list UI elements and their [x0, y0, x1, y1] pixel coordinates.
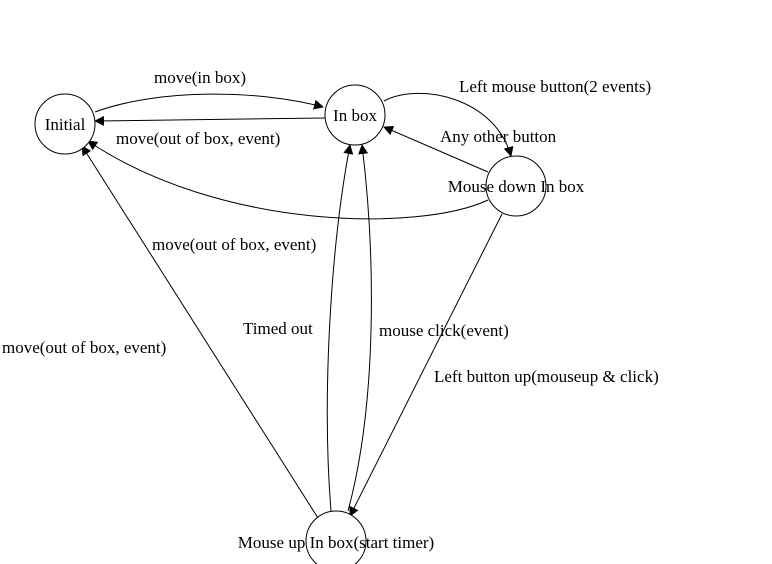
edge-inbox-to-mousedown	[383, 92, 514, 157]
node-mouse-down	[485, 155, 547, 217]
edge-label-mouseup-to-initial: move(out of box, event)	[2, 338, 166, 357]
edge-mousedown-to-inbox	[383, 125, 489, 173]
edge-label-inbox-to-initial: move(out of box, event)	[116, 129, 280, 148]
edge-label-mousedown-to-inbox: Any other button	[440, 127, 557, 146]
node-in-box	[324, 84, 386, 146]
node-mouse-up	[305, 510, 367, 564]
edge-mouseup-timed-out	[326, 144, 354, 512]
edge-label-mousedown-to-initial: move(out of box, event)	[152, 235, 316, 254]
edge-initial-to-inbox	[94, 93, 324, 113]
edge-mouseup-mouse-click	[347, 144, 372, 512]
edge-label-mousedown-to-mouseup: Left button up(mouseup & click)	[434, 367, 659, 386]
edge-mouseup-to-initial	[81, 145, 319, 519]
node-initial-label: Initial	[45, 115, 86, 134]
edge-inbox-to-initial	[94, 115, 327, 126]
edge-label-inbox-to-mousedown: Left mouse button(2 events)	[459, 77, 651, 96]
edge-label-initial-to-inbox: move(in box)	[154, 68, 246, 87]
edge-mousedown-to-mouseup	[349, 213, 503, 517]
edge-label-timed-out: Timed out	[243, 319, 313, 338]
node-mouse-down-label: Mouse down In box	[448, 177, 585, 196]
node-mouse-up-label: Mouse up In box(start timer)	[238, 533, 434, 552]
edge-label-mouse-click: mouse click(event)	[379, 321, 509, 340]
edge-mousedown-to-initial	[87, 140, 489, 220]
node-initial	[34, 93, 96, 155]
node-in-box-label: In box	[333, 106, 377, 125]
